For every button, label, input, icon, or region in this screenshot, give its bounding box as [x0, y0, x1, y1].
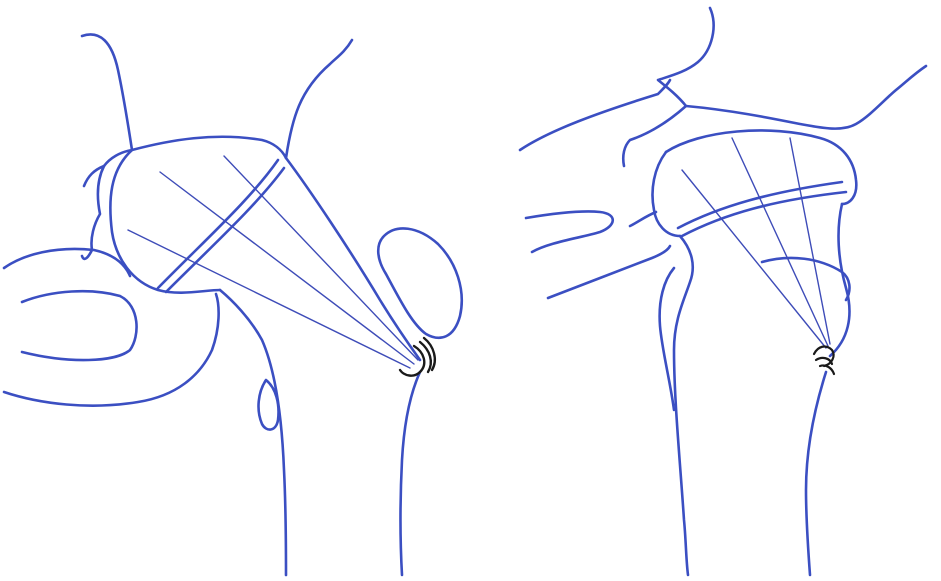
iliac-crest-outline	[520, 80, 670, 150]
lateral-sketch	[470, 0, 941, 581]
physeal-scar-line-1	[158, 160, 278, 288]
femoral-head-lower-outline	[653, 152, 681, 236]
pubic-outline	[526, 211, 613, 252]
greater-trochanter-outline	[378, 228, 462, 337]
posterior-column-outline	[686, 66, 926, 129]
femoral-neck-posterior-outline	[830, 204, 849, 356]
femoral-neck-upper-outline	[286, 158, 420, 360]
guide-wire-2	[160, 172, 414, 364]
acetabular-roof-outline	[132, 40, 352, 158]
femoral-neck-anterior-outline	[674, 236, 693, 575]
physeal-scar-line-1	[678, 182, 842, 228]
femoral-shaft-posterior-outline	[806, 372, 826, 575]
screw-tips-icon	[814, 347, 834, 374]
anteroposterior-sketch	[0, 0, 470, 581]
obturator-outline	[22, 291, 137, 360]
iliac-wing-outline	[82, 34, 132, 166]
anterior-rim-outline	[630, 212, 656, 226]
guide-wire-1	[224, 156, 418, 360]
pubic-ramus-outline	[4, 249, 130, 276]
posterior-arc-outline	[762, 258, 849, 300]
guide-wire-3	[790, 138, 830, 344]
femoral-shaft-lateral-outline	[401, 372, 421, 575]
femoral-neck-lower-outline	[220, 290, 286, 575]
panel-lateral-view	[470, 0, 941, 581]
acetabulum-roof-outline	[623, 106, 686, 166]
pelvic-spine-outline	[658, 8, 714, 106]
physeal-scar-line-2	[166, 168, 284, 292]
ischial-outline	[548, 246, 670, 298]
ischium-outline	[4, 294, 219, 406]
panel-anteroposterior-view	[0, 0, 470, 581]
guide-wire-3	[128, 230, 410, 368]
guide-wire-2	[732, 138, 828, 346]
greater-trochanter-outline	[660, 268, 674, 410]
acetabulum-inner-outline	[82, 166, 104, 259]
